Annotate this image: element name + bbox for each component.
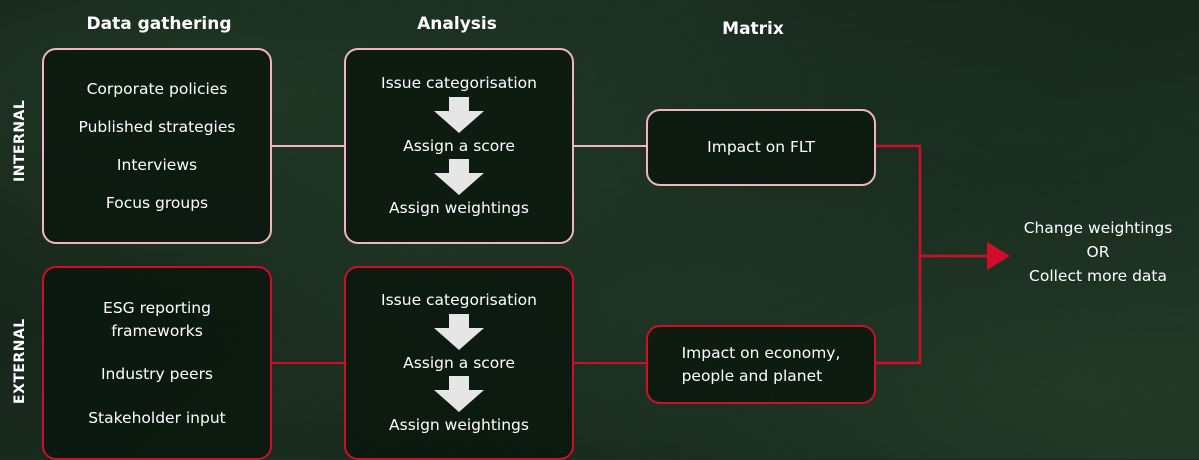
side-label-external: EXTERNAL xyxy=(12,318,28,404)
header-matrix: Matrix xyxy=(722,19,784,39)
internal-data-item: Published strategies xyxy=(78,117,236,136)
external-data-gathering-box: ESG reporting frameworks Industry peers … xyxy=(42,266,272,460)
outcome-text: Change weightings OR Collect more data xyxy=(1024,216,1173,288)
external-analysis-box: Issue categorisation Assign a score Assi… xyxy=(344,266,574,460)
internal-matrix-box: Impact on FLT xyxy=(646,109,876,186)
header-data-gathering: Data gathering xyxy=(86,14,232,34)
header-analysis: Analysis xyxy=(417,14,497,34)
down-arrow-icon xyxy=(434,313,484,350)
down-arrow-icon xyxy=(434,96,484,133)
internal-analysis-step: Assign a score xyxy=(403,136,515,155)
merge-bracket xyxy=(874,144,922,365)
external-matrix-label: Impact on economy, people and planet xyxy=(681,344,841,385)
down-arrow-icon xyxy=(434,159,484,196)
down-arrow-icon xyxy=(434,376,484,413)
external-data-item: Stakeholder input xyxy=(88,408,226,427)
external-analysis-step: Issue categorisation xyxy=(381,291,537,310)
internal-data-gathering-box: Corporate policies Published strategies … xyxy=(42,48,272,244)
external-analysis-step: Assign weightings xyxy=(389,416,529,435)
outcome-line-change-weightings: Change weightings xyxy=(1023,219,1173,237)
internal-matrix-label: Impact on FLT xyxy=(707,138,815,157)
internal-analysis-step: Issue categorisation xyxy=(381,74,537,93)
outcome-line-collect-data: Collect more data xyxy=(1029,267,1167,286)
external-data-item: Industry peers xyxy=(100,365,214,383)
internal-analysis-step: Assign weightings xyxy=(389,199,529,218)
side-label-internal: INTERNAL xyxy=(12,99,28,182)
outcome-arrowhead xyxy=(987,242,1010,270)
internal-data-item: Corporate policies xyxy=(86,79,228,98)
external-analysis-step: Assign a score xyxy=(403,353,515,372)
internal-data-item: Interviews xyxy=(116,155,198,174)
internal-data-item: Focus groups xyxy=(105,193,209,212)
internal-analysis-box: Issue categorisation Assign a score Assi… xyxy=(344,48,574,244)
external-data-item: ESG reporting frameworks xyxy=(103,299,211,340)
external-matrix-box: Impact on economy, people and planet xyxy=(646,325,876,404)
outcome-line-or: OR xyxy=(1086,243,1110,262)
